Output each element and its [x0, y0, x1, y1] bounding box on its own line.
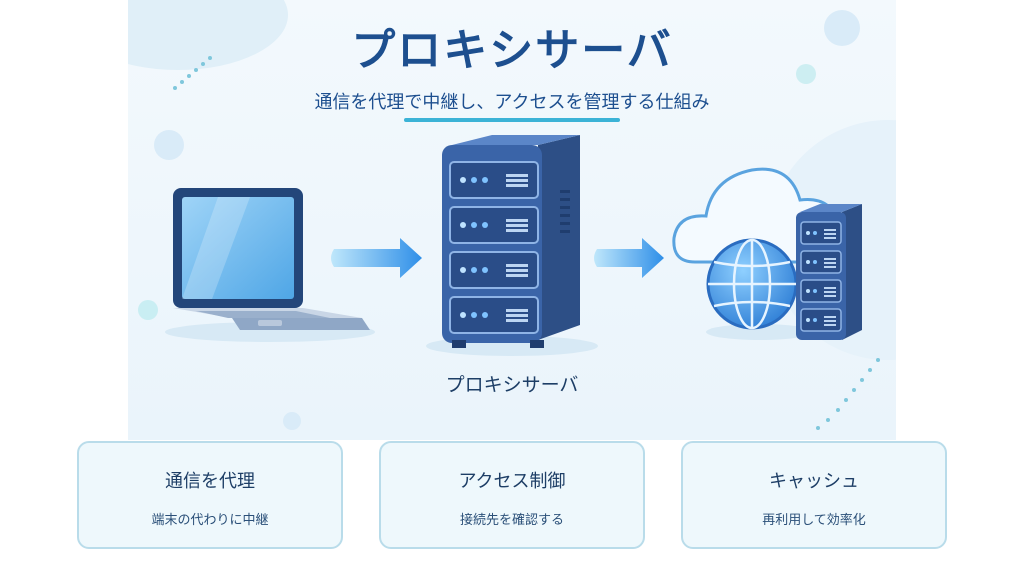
- server-drive-bay: [449, 161, 539, 199]
- web-server-bay: [800, 250, 842, 274]
- decor-dotted-arc-right: [816, 358, 880, 430]
- card-title: アクセス制御: [458, 471, 566, 492]
- decor-dotted-arc-left: [173, 56, 212, 90]
- web-server-bay: [800, 279, 842, 303]
- card-description: 接続先を確認する: [459, 513, 564, 528]
- laptop-icon: [165, 188, 375, 342]
- server-drive-bay: [449, 296, 539, 334]
- decor-dot-5: [283, 412, 301, 430]
- decor-dot-4: [138, 300, 158, 320]
- subtitle-underline: [404, 118, 620, 122]
- server-drive-bay: [449, 251, 539, 289]
- feature-card-access-control: アクセス制御 接続先を確認する: [379, 441, 645, 549]
- card-description: 再利用して効率化: [762, 513, 866, 528]
- decor-dot-2: [796, 64, 816, 84]
- page-subtitle: 通信を代理で中継し、アクセスを管理する仕組み: [314, 92, 710, 113]
- feature-card-cache: キャッシュ 再利用して効率化: [681, 441, 947, 549]
- card-title: 通信を代理: [165, 471, 255, 492]
- server-icon: [426, 135, 598, 356]
- feature-card-relay: 通信を代理 端末の代わりに中継: [77, 441, 343, 549]
- arrow-right-icon: [331, 238, 422, 278]
- server-label: プロキシサーバ: [445, 374, 579, 396]
- web-server-bay: [800, 221, 842, 245]
- decor-dot-1: [154, 130, 184, 160]
- server-drive-bay: [449, 206, 539, 244]
- card-title: キャッシュ: [769, 471, 859, 492]
- decor-dot-3: [824, 10, 860, 46]
- arrow-right-icon-2: [594, 238, 664, 278]
- card-description: 端末の代わりに中継: [151, 513, 269, 528]
- web-server-icon: [796, 204, 862, 340]
- web-server-bay: [800, 308, 842, 332]
- page-title: プロキシサーバ: [351, 25, 673, 76]
